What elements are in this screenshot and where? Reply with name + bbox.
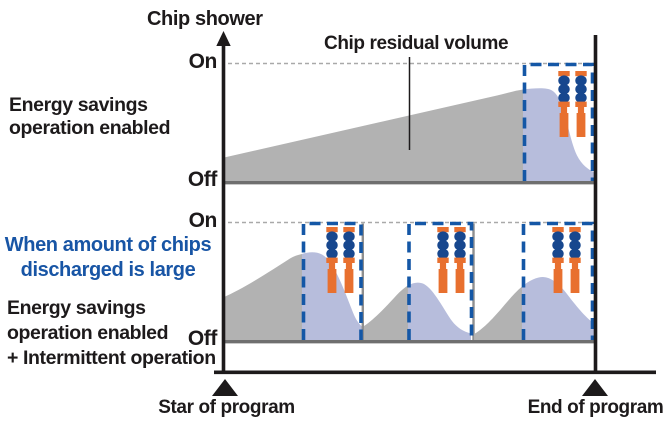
- shower-nozzle-icon: [454, 227, 466, 293]
- end-of-program-label: End of program: [527, 397, 664, 418]
- chips-discharged-note-line1: When amount of chips: [4, 234, 212, 256]
- top-panel-label: Energy savings operation enabled: [9, 94, 171, 140]
- bottom-shower-on-window-1: [301, 221, 363, 340]
- shower-nozzle-icon: [326, 227, 338, 293]
- start-of-program-label: Star of program: [158, 397, 295, 418]
- shower-nozzle-icon: [558, 71, 570, 137]
- bottom-shower-on-window-3: [521, 221, 595, 340]
- bottom-hump3-after-shower: [522, 277, 594, 340]
- top-panel-label-line1: Energy savings: [9, 94, 148, 116]
- bottom-hump1-gray: [222, 254, 302, 340]
- bottom-hump2-after-shower: [408, 282, 471, 340]
- chips-discharged-note: When amount of chips discharged is large: [4, 233, 212, 283]
- shower-nozzle-icon: [343, 227, 355, 293]
- bottom-panel-label-line2: operation enabled: [7, 322, 169, 344]
- bottom-panel-label-line3: + Intermittent operation: [7, 347, 216, 369]
- top-off-label: Off: [187, 168, 218, 191]
- bottom-hump2-gray: [364, 285, 408, 340]
- triangle-up-marker: [582, 379, 608, 396]
- top-residual-area-gray: [222, 89, 523, 181]
- diagram-title: Chip shower: [147, 8, 263, 30]
- top-residual-area-after-shower: [523, 88, 594, 181]
- shower-nozzle-icon: [575, 71, 587, 137]
- shower-nozzle-icon: [437, 227, 449, 293]
- top-shower-on-window: [522, 62, 595, 181]
- chips-discharged-note-line2: discharged is large: [20, 259, 196, 281]
- residual-volume-annotation: Chip residual volume: [324, 33, 509, 54]
- bottom-panel-label: Energy savings operation enabled + Inter…: [7, 296, 216, 371]
- bottom-off-label: Off: [187, 327, 218, 350]
- triangle-up-marker: [212, 379, 238, 396]
- top-panel-label-line2: operation enabled: [9, 117, 171, 139]
- bottom-shower-on-window-2: [407, 221, 474, 340]
- shower-nozzle-icon: [569, 227, 581, 293]
- up-arrow-icon: [216, 31, 231, 46]
- top-on-label: On: [188, 50, 218, 73]
- bottom-hump1-after-shower: [302, 252, 362, 340]
- shower-nozzle-icon: [552, 227, 564, 293]
- bottom-hump3-gray: [475, 286, 522, 340]
- bottom-panel-label-line1: Energy savings: [7, 297, 146, 319]
- bottom-on-label: On: [188, 209, 218, 232]
